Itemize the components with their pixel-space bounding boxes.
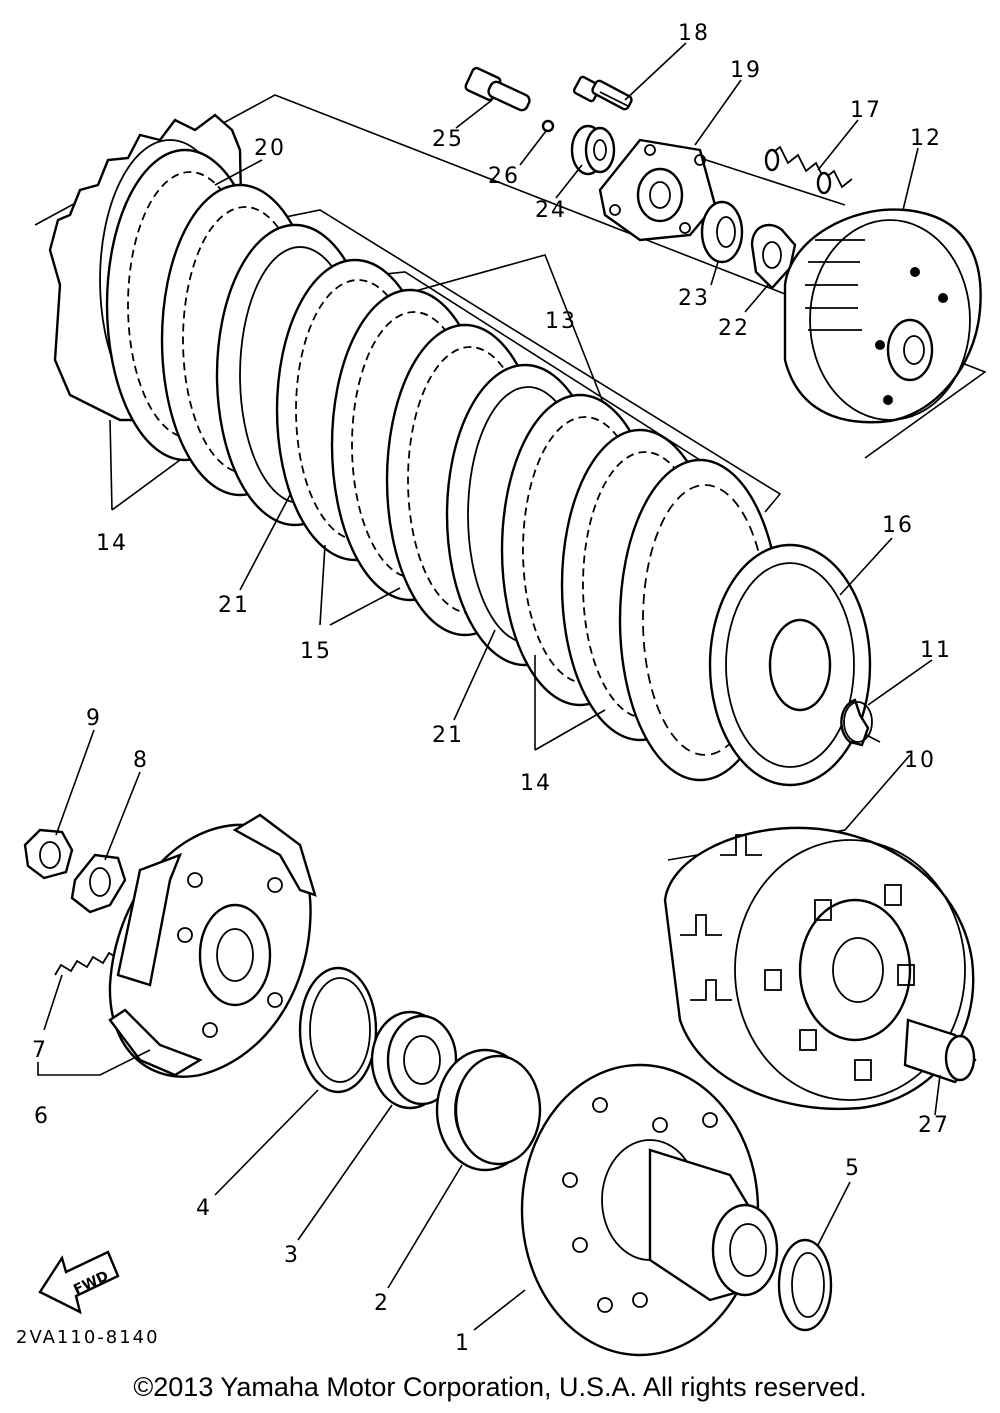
label-3: 3: [284, 1243, 300, 1268]
label-16: 16: [882, 513, 914, 538]
leader-lines: [37, 42, 941, 1331]
label-25: 25: [432, 127, 464, 152]
label-11: 11: [920, 638, 952, 663]
label-9: 9: [86, 706, 102, 731]
label-27: 27: [918, 1113, 950, 1138]
fwd-arrow-icon: FWD: [38, 1250, 120, 1315]
label-10: 10: [904, 748, 936, 773]
label-2: 2: [374, 1291, 390, 1316]
label-26: 26: [488, 164, 520, 189]
part-9-nut: [23, 828, 74, 880]
copyright-notice: ©2013 Yamaha Motor Corporation, U.S.A. A…: [133, 1372, 867, 1402]
label-23: 23: [678, 286, 710, 311]
part-6-clutch-carrier: [108, 813, 317, 1078]
label-24: 24: [535, 198, 567, 223]
label-19: 19: [730, 58, 762, 83]
part-25-bolt: [464, 66, 531, 112]
part-10-clutch-housing: [663, 826, 975, 1111]
label-13: 13: [545, 309, 577, 334]
part-8-lock-washer: [70, 853, 127, 914]
callout-labels: 18 19 17 12 25 26 24 20 23 22 13 14 16 2…: [32, 21, 952, 1356]
part-23-washer: [700, 200, 744, 264]
label-21-right: 21: [432, 723, 464, 748]
label-17: 17: [850, 98, 882, 123]
label-22: 22: [718, 316, 750, 341]
part-19-pressure-plate: [598, 138, 717, 242]
label-5: 5: [845, 1156, 861, 1181]
label-21-left: 21: [218, 593, 250, 618]
label-4: 4: [196, 1196, 212, 1221]
part-4-ring: [298, 966, 378, 1094]
part-5-washer: [777, 1238, 833, 1332]
label-8: 8: [133, 748, 149, 773]
part-2-one-way-clutch: [435, 1048, 542, 1172]
label-12: 12: [910, 126, 942, 151]
part-17-spring: [764, 145, 853, 195]
part-11-circlip: [840, 698, 873, 747]
plate-stack: [105, 148, 782, 782]
part-16-plate: [708, 543, 872, 787]
label-14-bottom: 14: [520, 771, 552, 796]
part-24-bearing: [570, 124, 616, 176]
part-26-ball: [541, 119, 555, 133]
label-6: 6: [34, 1104, 50, 1129]
label-15: 15: [300, 639, 332, 664]
part-22-lock-washer: [750, 223, 797, 290]
part-27-collar: [903, 1018, 977, 1084]
part-12-clutch-boss: [783, 208, 982, 424]
label-1: 1: [455, 1331, 471, 1356]
part-3-bearing: [370, 1010, 458, 1110]
label-20: 20: [254, 136, 286, 161]
label-7: 7: [32, 1038, 48, 1063]
part-1-housing: [520, 1063, 779, 1357]
diagram-code: 2VA110-8140: [16, 1327, 160, 1348]
part-18-bolt: [572, 75, 633, 111]
label-18: 18: [678, 21, 710, 46]
label-14-top: 14: [96, 531, 128, 556]
